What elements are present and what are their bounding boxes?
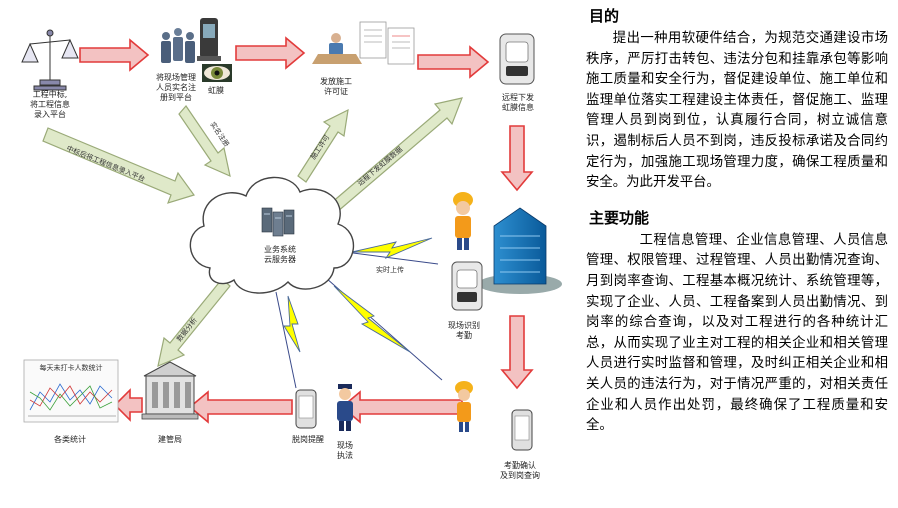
bidding-entry-label: 工程中标,将工程信息录入平台 (30, 89, 70, 119)
office-building-icon (478, 207, 562, 294)
cloud-shape (189, 176, 354, 294)
arrow-permit-to-remote (417, 45, 490, 79)
server-rack-icon (261, 207, 295, 237)
functions-body: 工程信息管理、企业信息管理、人员信息管理、权限管理、过程管理、人员出勤情况查询、… (586, 232, 888, 434)
police-officer-icon (337, 384, 353, 431)
arrow-label-remote: 远程下发虹膜数据 (356, 145, 405, 188)
supervision-bureau-label: 建管局 (158, 434, 182, 444)
flow-arrows (79, 36, 534, 424)
bolt-alert (283, 295, 301, 353)
description-panel: 目的 提出一种用软硬件结合，为规范交通建设市场秩序，严厉打击转包、违法分包和挂靠… (586, 6, 888, 437)
site-enforcement-label: 现场执法 (337, 441, 353, 460)
iris-eye-icon (202, 64, 232, 82)
arrow-label-upload: 实时上传 (376, 265, 404, 274)
absence-alert-label: 脱岗提醒 (292, 434, 324, 444)
worker-query-icon (455, 381, 473, 432)
purpose-section: 目的 提出一种用软硬件结合，为规范交通建设市场秩序，严厉打击转包、违法分包和挂靠… (586, 6, 888, 194)
functions-section: 主要功能 工程信息管理、企业信息管理、人员信息管理、权限管理、过程管理、人员出勤… (586, 208, 888, 437)
remote-iris-label: 远程下发虹膜信息 (502, 92, 534, 112)
officer-desk-icon (312, 33, 362, 64)
worker-icon (453, 192, 473, 250)
permit-document-icon (359, 21, 415, 65)
iris-label: 虹膜 (208, 85, 224, 95)
workflow-diagram: 业务系统云服务器 工程中标,将工程信息录入平台 将现场管理人员实名注册到平台 虹… (21, 18, 562, 480)
purpose-body: 提出一种用软硬件结合，为规范交通建设市场秩序，严厉打击转包、违法分包和挂靠承包等… (586, 31, 888, 191)
arrow-bureau-to-stats (113, 388, 143, 422)
arrow-register-to-permit (235, 36, 306, 70)
arrow-remote-down (500, 125, 534, 192)
arrow-register-to-cloud (178, 105, 231, 178)
cloud-server: 业务系统云服务器 (189, 176, 354, 294)
scales-icon (21, 29, 79, 91)
arrow-query-to-alert (340, 390, 463, 424)
statistics-chart-thumbnail: 每天未打卡人数统计 (23, 359, 119, 423)
iris-terminal-icon (499, 33, 535, 85)
cloud-server-label: 业务系统云服务器 (264, 244, 296, 264)
checkin-terminal-icon (451, 261, 483, 311)
chart-thumb-lines (29, 383, 113, 411)
attendance-query-label: 考勤确认及到岗查询 (500, 460, 540, 480)
functions-title: 主要功能 (589, 208, 650, 227)
alert-phone-icon (295, 389, 317, 429)
bolt-upload (351, 237, 433, 260)
lightning-bolts (283, 237, 433, 353)
arrow-cloud-to-bureau (157, 278, 231, 368)
personnel-group-icon (161, 28, 195, 63)
arrow-cloud-to-remote (329, 97, 463, 213)
chart-thumb-title: 每天未打卡人数统计 (40, 363, 103, 372)
site-checkin-label: 现场识别考勤 (448, 321, 480, 340)
purpose-title: 目的 (589, 7, 620, 25)
personnel-register-label: 将现场管理人员实名注册到平台 (156, 72, 196, 102)
iris-scanner-icon (197, 18, 221, 61)
permit-issue-label: 发放施工许可证 (320, 76, 352, 96)
phone-icon (511, 409, 533, 451)
arrow-checkin-down (500, 315, 534, 390)
arrow-alert-to-bureau (188, 390, 293, 424)
arrow-bid-to-register (79, 38, 150, 72)
arrow-cloud-to-permit (297, 108, 349, 183)
bolt-query (333, 285, 411, 353)
statistics-label: 各类统计 (54, 434, 86, 444)
arrow-bid-to-cloud (42, 127, 195, 204)
bureau-building-icon (141, 361, 199, 420)
cloud-arrows (42, 97, 463, 368)
